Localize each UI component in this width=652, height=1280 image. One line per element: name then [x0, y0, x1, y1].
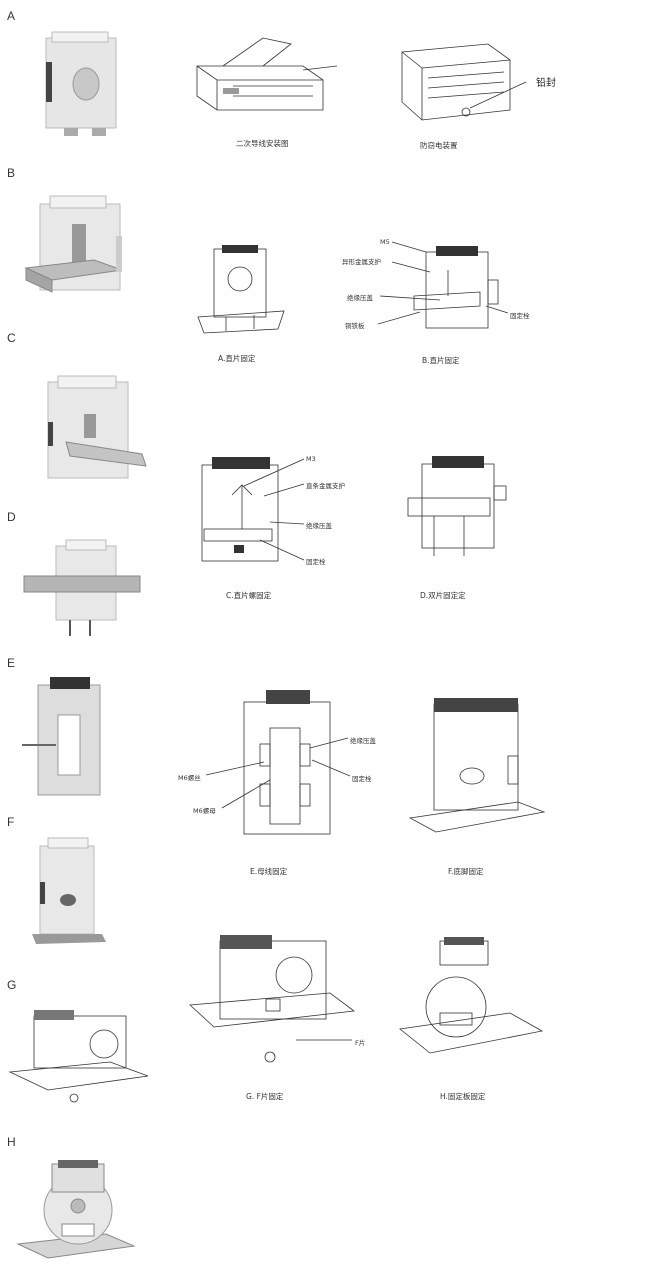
callout-fix-plate: 铜铁板 — [345, 322, 365, 330]
diagram-b-clamp-fix — [413, 246, 499, 329]
callout-fix-bar: 固定栓 — [510, 312, 530, 320]
section-label-h: H — [7, 1135, 16, 1149]
callout-m6-nut: M6螺母 — [193, 807, 216, 815]
callout-lines-e — [205, 737, 351, 809]
callout-special-clamp: 异形金属支护 — [342, 258, 381, 266]
diagram-a-anti-theft — [401, 43, 527, 121]
callout-m6-bolt: M6螺丝 — [178, 774, 201, 782]
diagram-e-busbar-fix — [243, 690, 331, 835]
callout-busbar-pad: 绝缘压盖 — [350, 737, 376, 745]
callout-lines-g — [296, 1039, 352, 1041]
photo-c-transformer — [47, 375, 147, 479]
photo-h-transformer — [16, 1160, 136, 1259]
photo-f-transformer — [32, 837, 106, 944]
diagram-b-straight-fix — [197, 245, 285, 334]
caption-b2: B.直片固定 — [422, 356, 460, 365]
photo-d-transformer — [23, 539, 141, 636]
callout-fix-bar-2: 固定栓 — [306, 558, 326, 566]
caption-g2: H.固定板固定 — [440, 1092, 486, 1101]
section-label-g: G — [7, 978, 17, 992]
callout-lines-b — [377, 241, 509, 325]
caption-g1: G. F片固定 — [246, 1092, 284, 1101]
caption-b1: A.直片固定 — [218, 354, 256, 363]
caption-cd2: D.双片固定定 — [420, 591, 466, 600]
section-label-f: F — [7, 815, 15, 829]
photo-a-transformer — [45, 31, 117, 136]
caption-a2: 防窃电装置 — [420, 141, 458, 150]
diagram-f-base-fix — [408, 698, 546, 833]
diagram-a-wire-install — [196, 37, 338, 111]
section-label-d: D — [7, 510, 16, 524]
callout-lead-seal: 铅封 — [536, 78, 556, 89]
photo-e-transformer — [22, 677, 101, 796]
callout-fix-screw: 固定栓 — [352, 775, 372, 783]
callout-insulation-pad: 绝缘压盖 — [347, 294, 373, 302]
diagram-h-plate-fix — [399, 937, 544, 1054]
callout-insulation-pad-2: 绝缘压盖 — [306, 522, 332, 530]
section-label-b: B — [7, 166, 16, 180]
caption-cd1: C.直片螺固定 — [226, 591, 272, 600]
caption-a1: 二次导线安装图 — [236, 139, 289, 148]
section-label-c: C — [7, 331, 16, 345]
caption-e2: F.底脚固定 — [448, 867, 484, 876]
caption-e1: E.母线固定 — [250, 867, 288, 876]
photo-b-transformer — [24, 195, 123, 293]
diagram-d-double-fix — [407, 456, 507, 556]
callout-m5: M5 — [380, 238, 390, 246]
callout-f-piece: F片 — [355, 1039, 366, 1047]
diagram-c-screw-fix — [201, 457, 279, 562]
callout-metal-support: 直条金属支护 — [306, 482, 345, 490]
callout-lines-c — [243, 458, 305, 561]
diagram-g-f-piece-fix — [189, 935, 356, 1063]
diagram-g-photo — [8, 1010, 149, 1103]
section-label-e: E — [7, 656, 16, 670]
section-label-a: A — [7, 9, 16, 23]
callout-m3: M3 — [306, 455, 316, 463]
